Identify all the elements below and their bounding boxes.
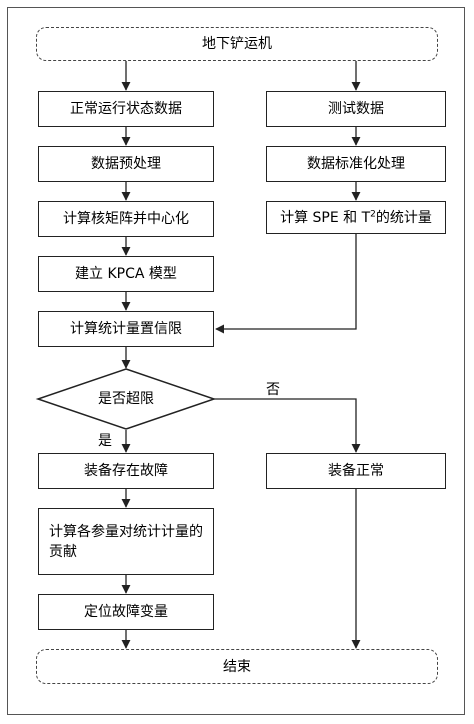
fault-box: 装备存在故障 bbox=[38, 453, 214, 489]
calc-stats-box: 计算 SPE 和 T2的统计量 bbox=[266, 201, 446, 234]
build-kpca-box: 建立 KPCA 模型 bbox=[38, 256, 214, 292]
test-data-box: 测试数据 bbox=[266, 91, 446, 127]
edge-label-yes: 是 bbox=[98, 433, 112, 449]
kernel-matrix-label: 计算核矩阵并中心化 bbox=[63, 211, 189, 227]
edge-stats-confidence bbox=[215, 234, 357, 334]
calc-stats-superscript: 2 bbox=[370, 208, 376, 219]
kernel-matrix-box: 计算核矩阵并中心化 bbox=[38, 201, 214, 237]
normal-data-box: 正常运行状态数据 bbox=[38, 91, 214, 127]
fault-label: 装备存在故障 bbox=[84, 463, 168, 479]
confidence-limit-box: 计算统计量置信限 bbox=[38, 311, 214, 347]
contribution-label: 计算各参量对统计计量的贡献 bbox=[49, 523, 203, 560]
decision-label: 是否超限 bbox=[98, 391, 154, 407]
decision-node: 是否超限 bbox=[60, 389, 192, 409]
preprocess-box: 数据预处理 bbox=[38, 146, 214, 182]
build-kpca-label: 建立 KPCA 模型 bbox=[75, 266, 177, 282]
standardize-label: 数据标准化处理 bbox=[307, 156, 405, 172]
test-data-label: 测试数据 bbox=[328, 101, 384, 117]
calc-stats-suffix: 的统计量 bbox=[375, 209, 432, 226]
calc-stats-prefix: 计算 SPE 和 T bbox=[280, 209, 371, 226]
confidence-limit-label: 计算统计量置信限 bbox=[70, 321, 182, 337]
edge-label-no: 否 bbox=[266, 382, 280, 398]
normal-equipment-box: 装备正常 bbox=[266, 453, 446, 489]
preprocess-label: 数据预处理 bbox=[91, 156, 161, 172]
end-label: 结束 bbox=[223, 658, 251, 675]
normal-data-label: 正常运行状态数据 bbox=[70, 101, 182, 117]
normal-equipment-label: 装备正常 bbox=[328, 463, 384, 479]
standardize-box: 数据标准化处理 bbox=[266, 146, 446, 182]
edge-decision-normal bbox=[214, 398, 361, 453]
start-label: 地下铲运机 bbox=[202, 36, 272, 52]
locate-fault-label: 定位故障变量 bbox=[84, 604, 168, 620]
end-terminal: 结束 bbox=[36, 649, 438, 684]
locate-fault-box: 定位故障变量 bbox=[38, 594, 214, 630]
calc-stats-label: 计算 SPE 和 T2的统计量 bbox=[280, 208, 432, 228]
start-terminal: 地下铲运机 bbox=[36, 27, 438, 61]
diagram-frame bbox=[7, 7, 465, 715]
decision-diamond bbox=[35, 368, 217, 430]
contribution-box: 计算各参量对统计计量的贡献 bbox=[38, 508, 214, 575]
